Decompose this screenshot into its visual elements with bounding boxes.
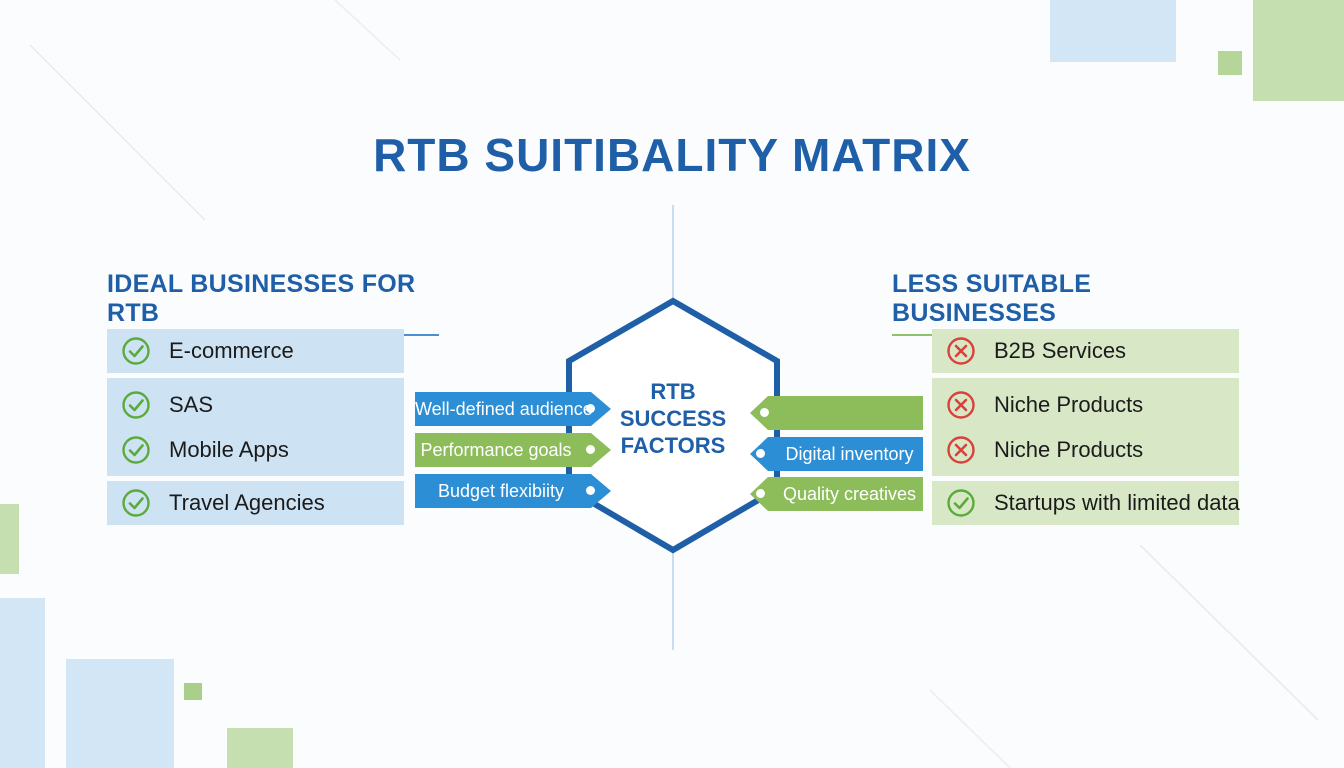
list-item: SAS bbox=[107, 382, 404, 427]
list-item: Niche Products bbox=[932, 427, 1239, 472]
connector-dot bbox=[756, 489, 765, 498]
list-group: SAS Mobile Apps bbox=[107, 378, 404, 476]
hub-label-line3: FACTORS bbox=[620, 433, 726, 458]
list-item-label: Mobile Apps bbox=[169, 436, 289, 462]
list-item-label: B2B Services bbox=[994, 338, 1127, 363]
check-circle-icon bbox=[122, 435, 150, 464]
list-item: Mobile Apps bbox=[107, 427, 404, 472]
deco-square-bottom-left-blue bbox=[0, 598, 45, 768]
factor-label: Well-defined audience bbox=[415, 398, 593, 419]
factor-tag-left-0: Well-defined audience bbox=[415, 392, 611, 426]
list-item: Startups with limited data bbox=[932, 481, 1240, 525]
list-item-label: Travel Agencies bbox=[169, 490, 325, 515]
deco-square-bottom-green bbox=[227, 728, 293, 768]
cross-circle-icon bbox=[947, 435, 975, 464]
deco-square-bottom-left-blue-2 bbox=[66, 659, 174, 768]
factor-label: Digital inventory bbox=[785, 443, 914, 464]
cross-circle-icon bbox=[947, 337, 975, 365]
deco-square-top-right-blue bbox=[1050, 0, 1176, 62]
list-group: Niche Products Niche Products bbox=[932, 378, 1239, 476]
connector-dot bbox=[586, 404, 595, 413]
factor-label: Performance goals bbox=[420, 439, 572, 460]
deco-square-bottom-left-small-green bbox=[184, 683, 202, 700]
list-item: Niche Products bbox=[932, 382, 1239, 427]
connector-dot bbox=[586, 445, 595, 454]
deco-square-top-right-green bbox=[1253, 0, 1344, 101]
factor-tag-right-1: Digital inventory bbox=[750, 437, 923, 471]
list-item-label: E-commerce bbox=[169, 338, 294, 363]
check-circle-icon bbox=[122, 390, 150, 419]
hub-label-line2: SUCCESS bbox=[619, 406, 727, 431]
less-heading: LESS SUITABLE BUSINESSES bbox=[892, 270, 1238, 336]
factor-label: Quality creatives bbox=[782, 483, 917, 504]
ideal-list: E-commerce SAS Mobile Apps Travel Agenci… bbox=[107, 329, 404, 530]
page-title: RTB SUITIBALITY MATRIX bbox=[373, 129, 971, 181]
list-item: Travel Agencies bbox=[107, 481, 404, 525]
list-item-label: SAS bbox=[169, 391, 214, 417]
list-item-label: Startups with limited data bbox=[994, 490, 1240, 515]
deco-square-top-right-small-green bbox=[1218, 51, 1242, 75]
cross-circle-icon bbox=[947, 390, 975, 419]
list-item-label: Niche Products bbox=[994, 436, 1144, 462]
factor-tag-right-2: Quality creatives bbox=[750, 477, 923, 511]
factor-label: Budget flexibiity bbox=[437, 480, 565, 501]
hub-label-line1: RTB bbox=[650, 379, 696, 404]
list-item: B2B Services bbox=[932, 329, 1239, 373]
factor-tag-left-2: Budget flexibiity bbox=[415, 474, 611, 508]
deco-bar-left-green bbox=[0, 504, 19, 574]
list-item: E-commerce bbox=[107, 329, 404, 373]
check-circle-icon bbox=[947, 489, 975, 517]
hub-label: RTB SUCCESS FACTORS bbox=[598, 378, 748, 459]
factor-tag-left-1: Performance goals bbox=[415, 433, 611, 467]
check-circle-icon bbox=[122, 489, 150, 517]
connector-dot bbox=[756, 449, 765, 458]
connector-dot bbox=[586, 486, 595, 495]
check-circle-icon bbox=[122, 337, 150, 365]
less-list: B2B Services Niche Products Niche Produc… bbox=[932, 329, 1240, 530]
connector-dot bbox=[760, 408, 769, 417]
list-item-label: Niche Products bbox=[994, 391, 1144, 417]
factor-tag-right-0 bbox=[750, 396, 923, 430]
